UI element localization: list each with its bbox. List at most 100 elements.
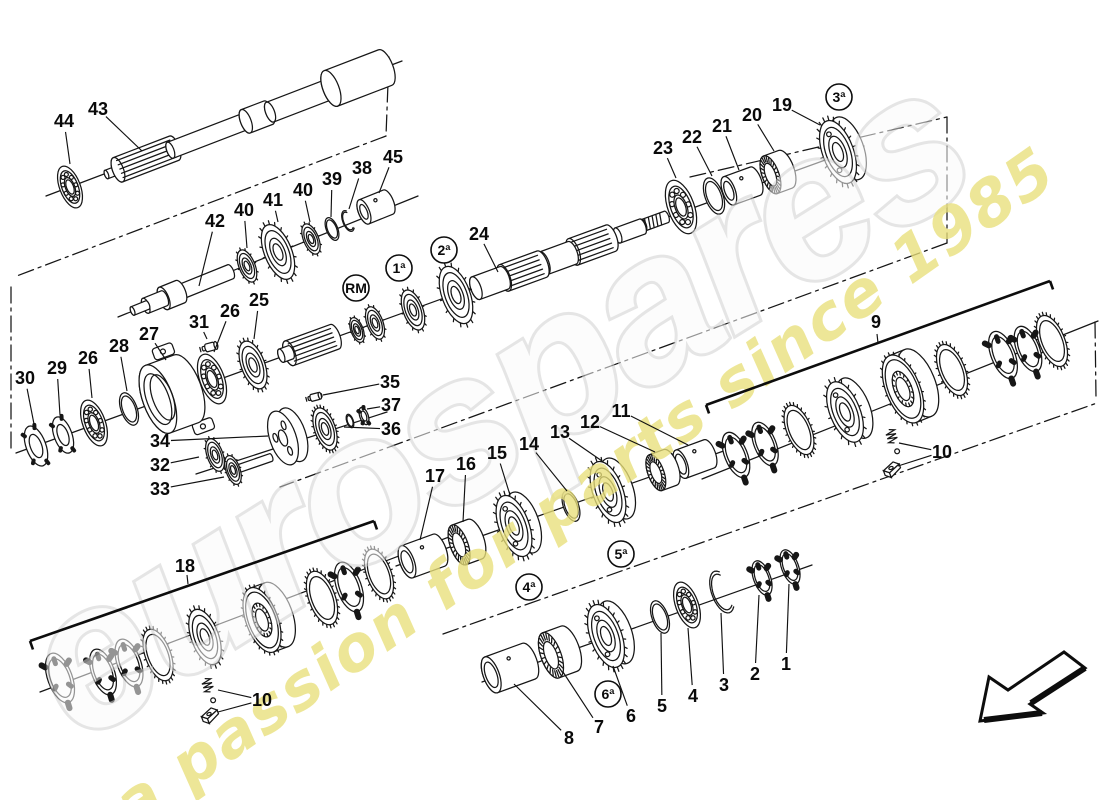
part-nut — [20, 422, 51, 467]
part-lugring — [38, 652, 76, 712]
part-label-18: 18 — [175, 556, 195, 576]
part-label-4: 4 — [688, 686, 698, 706]
leader-line — [274, 210, 279, 223]
part-thinring — [649, 600, 671, 634]
part-thinring — [561, 490, 581, 522]
part-seg — [277, 345, 295, 363]
part-label-16: 16 — [456, 454, 476, 474]
part-label-44: 44 — [54, 111, 74, 131]
part-toothring — [303, 567, 341, 629]
part-label-7: 7 — [594, 717, 604, 737]
part-cyl — [480, 642, 540, 694]
leader-line — [322, 383, 380, 396]
part-spline — [565, 224, 619, 266]
part-label-38: 38 — [352, 158, 372, 178]
part-label-17: 17 — [425, 466, 445, 486]
part-cyl — [356, 189, 396, 225]
part-gear — [299, 221, 323, 257]
line-art-layer — [10, 49, 1099, 725]
part-label-1: 1 — [781, 654, 791, 674]
frame-line — [279, 242, 948, 488]
part-nut — [356, 404, 372, 426]
part-snap — [709, 570, 735, 614]
direction-arrow-shadow-1 — [1029, 665, 1087, 706]
leader-line — [348, 178, 360, 210]
leader-line — [612, 665, 628, 706]
gear-position-badge-2ª — [430, 236, 458, 264]
leader-line — [757, 124, 775, 152]
part-housing — [138, 342, 216, 436]
part-needle — [447, 518, 487, 566]
part-label-26: 26 — [78, 348, 98, 368]
part-label-34: 34 — [150, 431, 170, 451]
leader-line — [170, 476, 225, 488]
part-bolt — [199, 340, 219, 353]
part-gear — [258, 220, 298, 284]
part-label-41: 41 — [263, 190, 283, 210]
direction-arrow-shadow-2 — [983, 710, 1043, 723]
frame-line — [13, 135, 387, 278]
part-lugring — [981, 330, 1018, 387]
part-bearing — [56, 165, 84, 209]
part-toothring — [361, 545, 397, 603]
part-label-24: 24 — [469, 224, 489, 244]
leader-line — [213, 321, 227, 353]
part-spring — [885, 429, 901, 455]
gear-position-label-6ª: 6ª — [602, 686, 616, 702]
gear-position-badge-RM — [342, 274, 370, 302]
part-label-40: 40 — [234, 200, 254, 220]
part-pawl — [200, 707, 220, 725]
gear-position-badge-3ª — [825, 83, 853, 111]
leader-line — [785, 583, 790, 654]
part-plate — [266, 407, 309, 466]
leader-line — [366, 406, 381, 410]
leader-line — [154, 342, 167, 361]
part-bearing — [79, 399, 109, 447]
leader-line — [198, 231, 213, 287]
part-seg — [129, 300, 151, 316]
part-gear — [586, 456, 637, 528]
part-gear — [436, 262, 476, 328]
part-label-9: 9 — [871, 312, 881, 332]
leader-line — [304, 200, 311, 223]
leader-line — [499, 463, 511, 496]
part-label-26: 26 — [220, 301, 240, 321]
part-lugring — [327, 561, 365, 621]
part-gear — [222, 453, 244, 487]
part-label-32: 32 — [150, 455, 170, 475]
part-label-43: 43 — [88, 99, 108, 119]
leader-line — [170, 435, 269, 442]
part-label-5: 5 — [657, 696, 667, 716]
leader-line — [419, 486, 434, 541]
gear-position-badge-6ª — [594, 680, 622, 708]
part-label-13: 13 — [550, 422, 570, 442]
leader-line — [599, 426, 656, 453]
gear-position-badge-1ª — [385, 254, 413, 282]
part-gear — [310, 404, 340, 454]
leader-line — [630, 415, 689, 446]
leader-line — [203, 331, 208, 340]
gear-position-badge-5ª — [607, 540, 635, 568]
leader-line — [57, 378, 61, 416]
part-label-45: 45 — [383, 147, 403, 167]
leader-line — [378, 167, 390, 194]
part-label-29: 29 — [47, 358, 67, 378]
part-spline — [110, 135, 182, 183]
part-label-37: 37 — [381, 395, 401, 415]
gear-position-label-3ª: 3ª — [833, 89, 847, 105]
leader-line — [105, 116, 143, 152]
part-lugring — [745, 421, 779, 474]
part-cyl — [720, 166, 764, 206]
part-label-42: 42 — [205, 211, 225, 231]
part-pawl — [882, 461, 902, 479]
part-label-11: 11 — [611, 401, 630, 421]
part-lugring — [715, 431, 751, 486]
part-seg — [320, 49, 396, 107]
direction-arrow — [978, 650, 1088, 723]
gear-position-label-2ª: 2ª — [438, 242, 452, 258]
gear-position-label-4ª: 4ª — [523, 579, 537, 595]
part-label-31: 31 — [189, 312, 209, 332]
leader-line — [666, 157, 677, 179]
part-label-28: 28 — [109, 336, 129, 356]
leader-line — [217, 702, 252, 713]
